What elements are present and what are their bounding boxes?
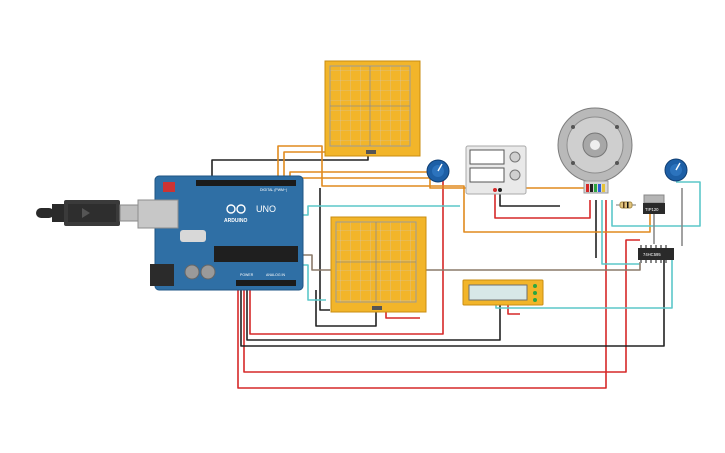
reset-button[interactable]	[163, 182, 175, 192]
wire-black[interactable]	[499, 192, 560, 207]
wire-cyan[interactable]	[601, 200, 640, 265]
digital-label: DIGITAL (PWM~)	[260, 188, 287, 192]
wire-red[interactable]	[249, 180, 444, 335]
lcd-display[interactable]	[462, 279, 544, 306]
wire-red[interactable]	[494, 192, 591, 219]
usb-port	[137, 199, 179, 229]
potentiometer-left[interactable]	[426, 159, 450, 183]
transistor-chip[interactable]: TIP120	[643, 194, 665, 214]
usb-cable[interactable]	[36, 200, 139, 226]
shift-register-chip[interactable]: 74HC595	[638, 245, 674, 263]
wire-orange[interactable]	[277, 145, 651, 233]
wire-red[interactable]	[237, 200, 607, 389]
wire-black[interactable]	[246, 285, 501, 341]
arduino-brand: ARDUINO	[224, 218, 247, 224]
wire-red[interactable]	[385, 312, 420, 319]
analog-header	[236, 280, 296, 286]
knob[interactable]	[509, 169, 521, 181]
arduino-infinity-icon	[226, 204, 246, 214]
digital-header	[196, 180, 296, 186]
crystal	[180, 230, 206, 242]
oscilloscope-top[interactable]	[324, 60, 421, 157]
arduino-logo-text: UNO	[256, 204, 276, 214]
arduino-uno-board[interactable]: DIGITAL (PWM~) ARDUINO UNO POWER ANALOG …	[137, 175, 304, 291]
power-supply[interactable]	[465, 145, 527, 195]
atmega-chip	[214, 246, 298, 262]
resistor[interactable]	[616, 201, 636, 209]
oscilloscope-connector	[366, 150, 376, 154]
wire-cyan[interactable]	[495, 260, 673, 309]
wire-black[interactable]	[315, 290, 377, 327]
wire-cyan[interactable]	[300, 205, 460, 216]
oscilloscope-bottom[interactable]	[330, 216, 427, 313]
analog-label: ANALOG IN	[266, 273, 286, 277]
wire-black[interactable]	[319, 188, 330, 311]
potentiometer-right[interactable]	[664, 158, 688, 182]
wire-red[interactable]	[507, 305, 520, 315]
power-label: POWER	[240, 273, 254, 277]
capacitor	[184, 264, 200, 280]
chip-label-1: TIP120	[645, 207, 659, 212]
knob[interactable]	[509, 151, 521, 163]
wire-black[interactable]	[240, 258, 665, 347]
power-jack	[150, 264, 174, 286]
capacitor	[200, 264, 216, 280]
dc-motor[interactable]	[557, 107, 633, 194]
wire-cyan[interactable]	[611, 181, 701, 227]
oscilloscope-connector	[372, 306, 382, 310]
chip-label-2: 74HC595	[643, 252, 661, 257]
wire-grey[interactable]	[300, 254, 641, 271]
wire-red[interactable]	[243, 239, 640, 373]
